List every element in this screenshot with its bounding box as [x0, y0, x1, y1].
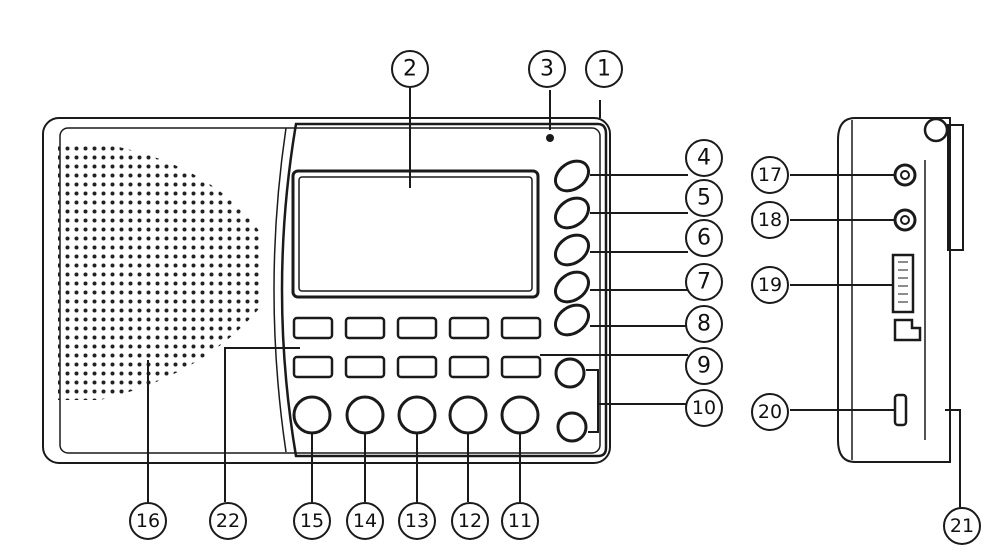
callout-15 [293, 502, 331, 540]
callout-21-label: 21 [950, 515, 974, 537]
callout-5-label: 5 [697, 186, 711, 211]
callout-8 [685, 305, 723, 343]
callout-22-label: 22 [216, 510, 240, 532]
callout-17-label: 17 [758, 164, 782, 186]
key-row2-2[interactable] [344, 355, 386, 379]
callout-14-label: 14 [353, 510, 377, 532]
indicator-light [546, 134, 554, 142]
callout-16-label: 16 [136, 510, 160, 532]
callout-8-label: 8 [697, 312, 711, 337]
callout-11-label: 11 [508, 510, 532, 532]
display-screen [291, 169, 540, 299]
key-row1-1[interactable] [292, 316, 334, 340]
key-row2-3[interactable] [396, 355, 438, 379]
round-button-14[interactable] [345, 395, 385, 435]
control-panel [280, 122, 608, 458]
callout-17 [751, 156, 789, 194]
callout-6 [685, 219, 723, 257]
callout-19-label: 19 [758, 274, 782, 296]
key-row2-1[interactable] [292, 355, 334, 379]
round-button-10[interactable] [556, 411, 588, 443]
callout-10 [685, 389, 723, 427]
callout-9-label: 9 [697, 354, 711, 379]
callout-21 [943, 507, 981, 545]
side-button-7[interactable] [550, 266, 594, 308]
speaker-grille [58, 142, 262, 400]
line-jack [893, 208, 917, 232]
callout-3 [528, 50, 566, 88]
callout-1 [585, 50, 623, 88]
callout-19 [751, 266, 789, 304]
round-button-11[interactable] [500, 395, 540, 435]
callout-22 [209, 502, 247, 540]
key-row1-3[interactable] [396, 316, 438, 340]
callout-20-label: 20 [758, 401, 782, 423]
antenna [947, 124, 964, 251]
key-row2-4[interactable] [448, 355, 490, 379]
callout-12 [451, 502, 489, 540]
callout-6-label: 6 [697, 226, 711, 251]
key-row1-2[interactable] [344, 316, 386, 340]
callout-1-label: 1 [597, 57, 611, 82]
side-button-8[interactable] [550, 299, 594, 341]
key-row2-5[interactable] [500, 355, 542, 379]
key-row1-4[interactable] [448, 316, 490, 340]
callout-5 [685, 179, 723, 217]
callout-4-label: 4 [697, 146, 711, 171]
callout-2-label: 2 [403, 57, 417, 82]
key-row1-5[interactable] [500, 316, 542, 340]
callout-2 [391, 50, 429, 88]
callout-18 [751, 201, 789, 239]
callout-18-label: 18 [758, 209, 782, 231]
callout-14 [346, 502, 384, 540]
callout-7 [685, 263, 723, 301]
callout-16 [129, 502, 167, 540]
callout-12-label: 12 [458, 510, 482, 532]
card-slot [891, 253, 915, 314]
antenna-knob [923, 117, 949, 143]
callout-20 [751, 393, 789, 431]
callout-7-label: 7 [697, 270, 711, 295]
callout-13 [398, 502, 436, 540]
callout-11 [501, 502, 539, 540]
callout-13-label: 13 [405, 510, 429, 532]
round-button-12[interactable] [448, 395, 488, 435]
callout-15-label: 15 [300, 510, 324, 532]
callout-9 [685, 347, 723, 385]
radio-side-body [837, 117, 951, 463]
callout-4 [685, 139, 723, 177]
round-button-13[interactable] [397, 395, 437, 435]
callout-10-label: 10 [692, 397, 716, 419]
callout-3-label: 3 [540, 57, 554, 82]
headphone-jack [893, 163, 917, 187]
side-button-5[interactable] [550, 192, 594, 234]
round-button-9[interactable] [554, 357, 586, 389]
round-button-15[interactable] [292, 395, 332, 435]
side-switch[interactable] [893, 318, 922, 342]
usb-port [893, 393, 908, 427]
side-button-6[interactable] [550, 229, 594, 271]
side-button-4[interactable] [550, 155, 594, 197]
